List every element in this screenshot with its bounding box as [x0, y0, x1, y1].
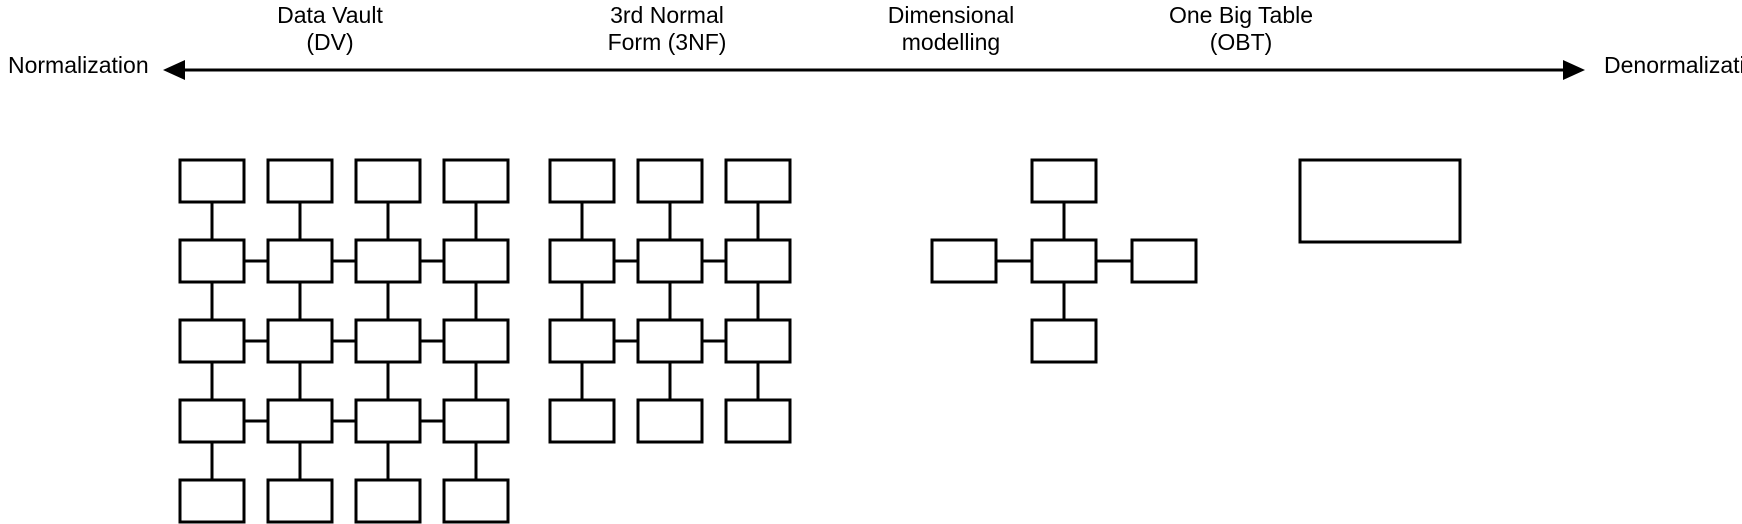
entity-box	[442, 318, 510, 364]
dimension-box-top	[1030, 158, 1098, 204]
entity-box	[442, 398, 510, 444]
stage-label-line2: (OBT)	[1209, 29, 1273, 55]
entity-box	[636, 318, 704, 364]
entity-box	[548, 238, 616, 284]
entity-box	[724, 318, 792, 364]
axis-label-normalization: Normalization	[8, 52, 149, 78]
dimensional-model-star-graph	[930, 158, 1198, 364]
stage-label-line1: 3rd Normal	[610, 2, 724, 28]
dimension-box-left	[930, 238, 998, 284]
entity-box	[178, 238, 246, 284]
entity-box	[354, 398, 422, 444]
fact-box	[1030, 238, 1098, 284]
arrowhead-left	[163, 60, 185, 80]
entity-box	[636, 398, 704, 444]
stage-label-dimensional-modelling: Dimensional modelling	[821, 2, 1081, 56]
dimension-box-bottom	[1030, 318, 1098, 364]
entity-box	[636, 158, 704, 204]
stage-label-line1: One Big Table	[1168, 2, 1314, 28]
entity-box	[724, 238, 792, 284]
entity-box	[636, 238, 704, 284]
entity-box	[354, 478, 422, 524]
data-vault-model-graph	[178, 158, 510, 524]
entity-box	[178, 398, 246, 444]
entity-box	[266, 398, 334, 444]
axis-label-denormalization: Denormalization	[1604, 52, 1742, 78]
one-big-table-box	[1298, 158, 1462, 244]
arrowhead-right	[1563, 60, 1585, 80]
entity-box	[442, 478, 510, 524]
entity-box	[548, 158, 616, 204]
stage-label-line1: Dimensional	[887, 2, 1015, 28]
entity-box	[266, 478, 334, 524]
stage-label-third-normal-form: 3rd Normal Form (3NF)	[537, 2, 797, 56]
third-normal-form-model-graph	[548, 158, 792, 444]
stage-label-line1: Data Vault	[277, 2, 383, 28]
stage-label-line2: (DV)	[306, 29, 354, 55]
entity-box	[442, 158, 510, 204]
stage-label-line2: modelling	[901, 29, 1001, 55]
entity-box	[354, 238, 422, 284]
entity-box	[548, 398, 616, 444]
one-big-table-model-graph	[1298, 158, 1462, 244]
stage-label-line2: Form (3NF)	[607, 29, 727, 55]
entity-box	[548, 318, 616, 364]
normalization-axis-arrow	[163, 60, 1585, 80]
entity-box	[266, 318, 334, 364]
dimension-box-right	[1130, 238, 1198, 284]
entity-box	[178, 158, 246, 204]
entity-box	[178, 318, 246, 364]
entity-box	[442, 238, 510, 284]
entity-box	[354, 158, 422, 204]
stage-label-data-vault: Data Vault (DV)	[200, 2, 460, 56]
entity-box	[354, 318, 422, 364]
entity-box	[724, 158, 792, 204]
entity-box	[724, 398, 792, 444]
entity-box	[178, 478, 246, 524]
entity-box	[266, 238, 334, 284]
stage-label-one-big-table: One Big Table (OBT)	[1111, 2, 1371, 56]
entity-box	[266, 158, 334, 204]
